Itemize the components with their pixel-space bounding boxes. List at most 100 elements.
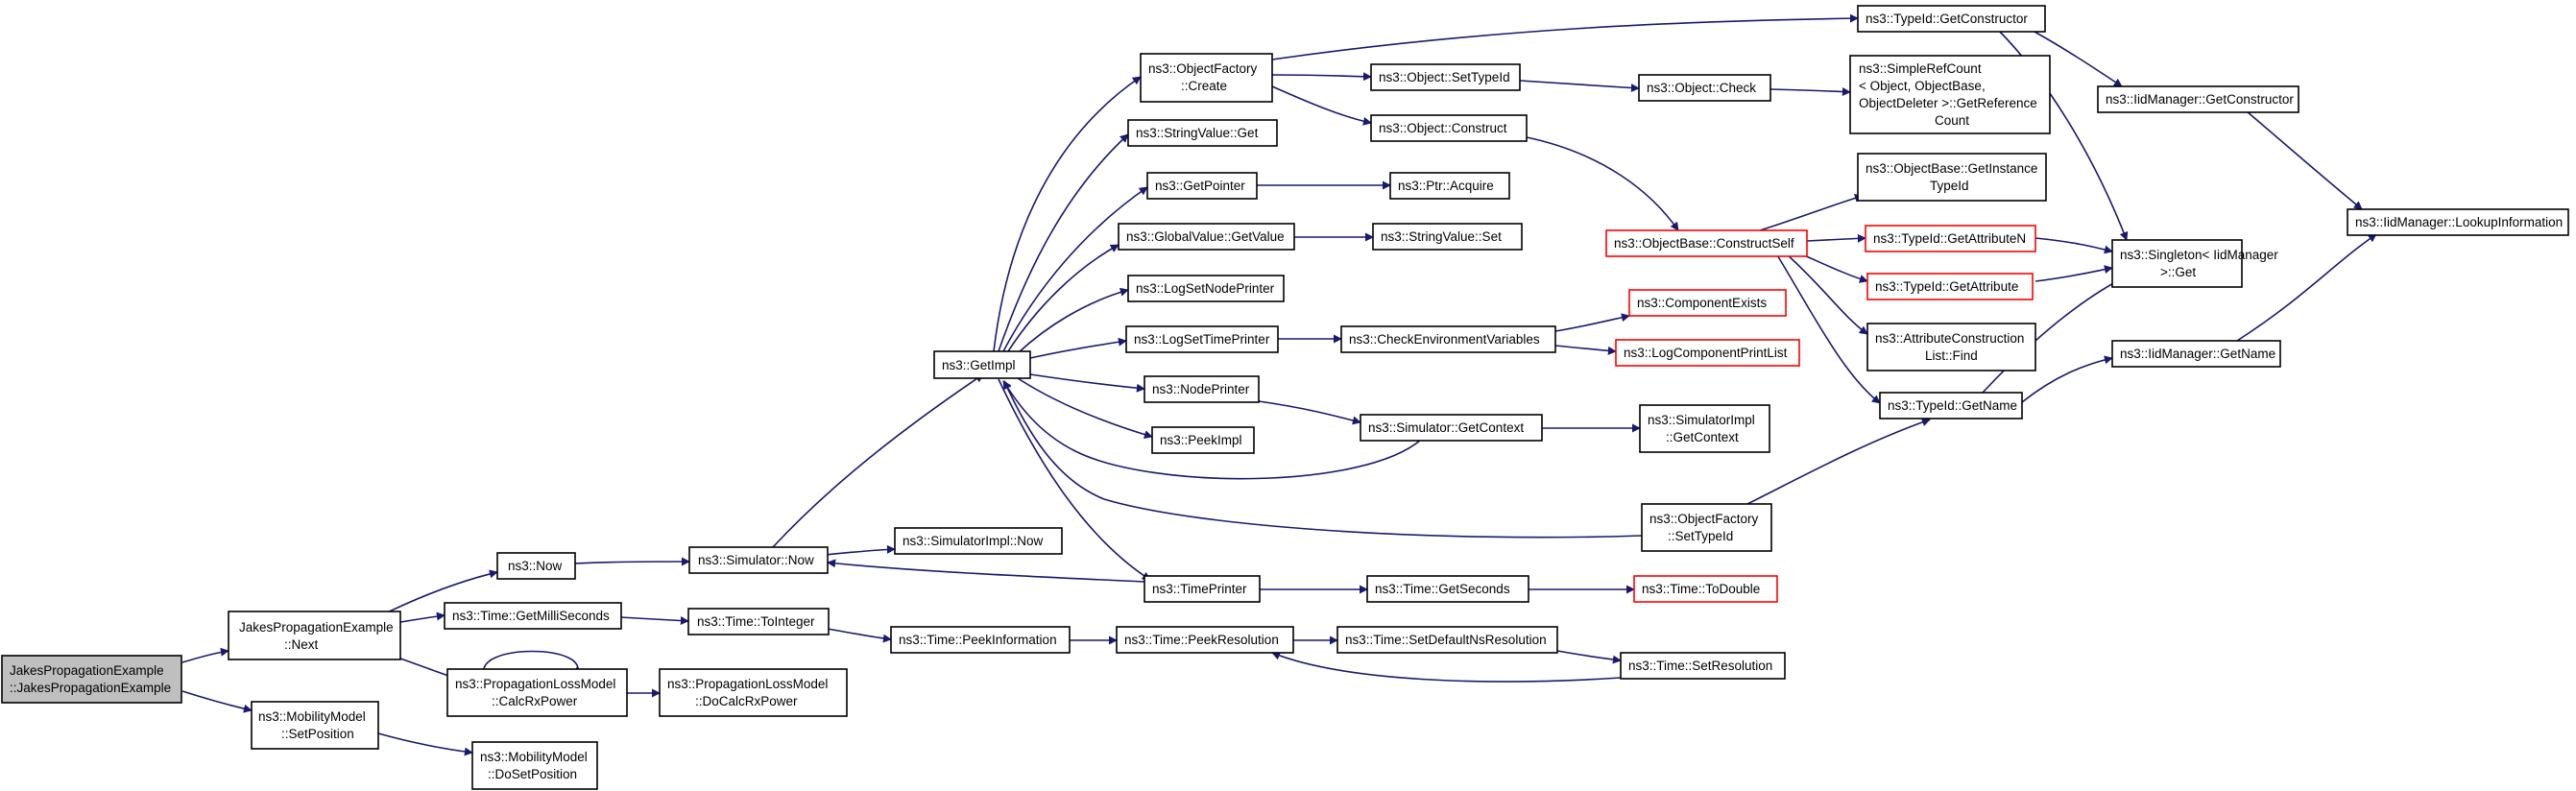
svg-text:ns3::LogComponentPrintList: ns3::LogComponentPrintList: [1624, 346, 1788, 360]
edge-getimpl-getpointer: [1002, 186, 1148, 352]
edge-ofsettypeid-typeidgetname: [1746, 418, 1931, 505]
svg-text:ns3::Simulator::Now: ns3::Simulator::Now: [698, 553, 814, 567]
node-jakes-constructor[interactable]: JakesPropagationExample ::JakesPropagati…: [1, 655, 182, 704]
node-logsetnodeprinter[interactable]: ns3::LogSetNodePrinter: [1127, 275, 1285, 302]
svg-text:ns3::StringValue::Get: ns3::StringValue::Get: [1136, 126, 1259, 140]
node-timeprinter[interactable]: ns3::TimePrinter: [1144, 575, 1261, 603]
node-logcomponentprintlist[interactable]: ns3::LogComponentPrintList: [1615, 339, 1800, 367]
edge-getimpl-ofsettypeid: [1003, 380, 1643, 539]
node-componentexists[interactable]: ns3::ComponentExists: [1628, 289, 1787, 317]
node-getimpl[interactable]: ns3::GetImpl: [933, 350, 1031, 379]
edge-setresolution-peekresolution: [1271, 651, 1622, 683]
svg-text:>::Get: >::Get: [2160, 265, 2196, 279]
node-mobilitymodel-dosetposition[interactable]: ns3::MobilityModel ::DoSetPosition: [471, 741, 598, 790]
edge-ofcreate-typeidgetconstructor: [1271, 13, 1859, 60]
svg-text:ns3::GetImpl: ns3::GetImpl: [942, 358, 1016, 372]
svg-text:ns3::ObjectFactory: ns3::ObjectFactory: [1148, 61, 1258, 76]
node-jakes-next[interactable]: JakesPropagationExample ::Next: [228, 611, 401, 660]
edge-getimpl-peekimpl: [1017, 377, 1153, 439]
nodes: JakesPropagationExample ::JakesPropagati…: [1, 5, 2569, 790]
svg-text:JakesPropagationExample: JakesPropagationExample: [239, 620, 394, 635]
svg-text:JakesPropagationExample: JakesPropagationExample: [10, 663, 164, 678]
edge-root-mm-setposition: [181, 690, 253, 713]
node-globalvalue-getvalue[interactable]: ns3::GlobalValue::GetValue: [1118, 223, 1295, 251]
node-objectbase-getinstancetypeid[interactable]: ns3::ObjectBase::GetInstance TypeId: [1857, 153, 2047, 202]
svg-text:ns3::PeekImpl: ns3::PeekImpl: [1160, 433, 1242, 447]
node-propagationlossmodel-docalcrxpower[interactable]: ns3::PropagationLossModel ::DoCalcRxPowe…: [659, 668, 848, 717]
node-attributeconstructionlist-find[interactable]: ns3::AttributeConstruction List::Find: [1866, 323, 2036, 372]
node-ptr-acquire[interactable]: ns3::Ptr::Acquire: [1389, 172, 1510, 200]
node-objectbase-constructself[interactable]: ns3::ObjectBase::ConstructSelf: [1605, 229, 1808, 257]
node-time-setresolution[interactable]: ns3::Time::SetResolution: [1620, 652, 1786, 680]
node-object-construct[interactable]: ns3::Object::Construct: [1370, 114, 1528, 142]
node-stringvalue-get[interactable]: ns3::StringValue::Get: [1127, 119, 1278, 147]
node-simplerefcount-getreferencecount[interactable]: ns3::SimpleRefCount < Object, ObjectBase…: [1849, 55, 2051, 134]
node-mobilitymodel-setposition[interactable]: ns3::MobilityModel ::SetPosition: [251, 701, 379, 750]
node-simulator-getcontext[interactable]: ns3::Simulator::GetContext: [1360, 414, 1543, 442]
node-stringvalue-set[interactable]: ns3::StringValue::Set: [1372, 223, 1523, 251]
svg-text:ns3::CheckEnvironmentVariables: ns3::CheckEnvironmentVariables: [1349, 332, 1540, 347]
svg-text:ns3::Time::SetDefaultNsResolut: ns3::Time::SetDefaultNsResolution: [1345, 633, 1547, 647]
edge-getimpl-nodeprinter: [1029, 373, 1145, 393]
edge-getmilliseconds-tointeger: [619, 616, 689, 626]
edge-mm-setposition-dosetposition: [377, 732, 473, 756]
edge-objconstruct-constructself: [1526, 136, 1679, 231]
node-time-todouble[interactable]: ns3::Time::ToDouble: [1633, 575, 1778, 603]
edge-checkenv-logcomponentprintlist: [1554, 345, 1617, 355]
svg-text:ns3::Ptr::Acquire: ns3::Ptr::Acquire: [1398, 179, 1494, 193]
edge-ofcreate-objsettypeid: [1271, 72, 1372, 82]
svg-text:ns3::IidManager::GetName: ns3::IidManager::GetName: [2120, 347, 2275, 361]
node-time-tointeger[interactable]: ns3::Time::ToInteger: [687, 608, 830, 635]
node-typeid-getattribute[interactable]: ns3::TypeId::GetAttribute: [1866, 273, 2034, 300]
svg-text:ns3::TypeId::GetName: ns3::TypeId::GetName: [1888, 398, 2017, 413]
node-singleton-iidmanager-get[interactable]: ns3::Singleton< IidManager >::Get: [2111, 239, 2278, 288]
node-propagationlossmodel-calcrxpower[interactable]: ns3::PropagationLossModel ::CalcRxPower: [446, 668, 628, 717]
svg-text:ns3::SimulatorImpl::Now: ns3::SimulatorImpl::Now: [903, 534, 1044, 548]
node-simulator-now[interactable]: ns3::Simulator::Now: [688, 546, 829, 574]
svg-text:ns3::ObjectFactory: ns3::ObjectFactory: [1649, 512, 1759, 526]
node-peekimpl[interactable]: ns3::PeekImpl: [1151, 426, 1255, 454]
svg-text:ns3::GlobalValue::GetValue: ns3::GlobalValue::GetValue: [1126, 229, 1285, 244]
node-checkenvironmentvariables[interactable]: ns3::CheckEnvironmentVariables: [1340, 325, 1556, 353]
edges: [181, 13, 2377, 756]
node-object-check[interactable]: ns3::Object::Check: [1638, 74, 1771, 102]
node-objectfactory-create[interactable]: ns3::ObjectFactory ::Create: [1140, 53, 1273, 103]
node-typeid-getname[interactable]: ns3::TypeId::GetName: [1879, 392, 2023, 419]
svg-text:::SetPosition: ::SetPosition: [281, 727, 354, 741]
svg-text:ns3::PropagationLossModel: ns3::PropagationLossModel: [667, 677, 828, 691]
node-time-peekinformation[interactable]: ns3::Time::PeekInformation: [890, 626, 1071, 654]
node-typeid-getconstructor[interactable]: ns3::TypeId::GetConstructor: [1857, 5, 2046, 33]
svg-text:::Next: ::Next: [284, 637, 319, 652]
node-nodeprinter[interactable]: ns3::NodePrinter: [1144, 375, 1260, 403]
node-iidmanager-getname[interactable]: ns3::IidManager::GetName: [2111, 340, 2281, 368]
node-time-peekresolution[interactable]: ns3::Time::PeekResolution: [1116, 626, 1294, 654]
node-time-setdefaultnsresolution[interactable]: ns3::Time::SetDefaultNsResolution: [1336, 626, 1558, 654]
node-objectfactory-settypeid[interactable]: ns3::ObjectFactory ::SetTypeId: [1641, 503, 1772, 552]
svg-text:::CalcRxPower: ::CalcRxPower: [492, 694, 578, 708]
svg-text:ns3::ObjectBase::ConstructSelf: ns3::ObjectBase::ConstructSelf: [1614, 236, 1794, 251]
edge-setdefaultns-setresolution: [1556, 650, 1622, 664]
node-time-getseconds[interactable]: ns3::Time::GetSeconds: [1366, 575, 1529, 603]
node-logsettimeprinter[interactable]: ns3::LogSetTimePrinter: [1125, 325, 1279, 353]
edge-getimpl-logsetnodeprinter: [1017, 287, 1129, 354]
svg-text:::SetTypeId: ::SetTypeId: [1668, 529, 1733, 543]
node-iidmanager-getconstructor[interactable]: ns3::IidManager::GetConstructor: [2097, 85, 2299, 113]
edge-tointeger-peekinformation: [827, 628, 892, 643]
edge-root-next: [181, 647, 229, 663]
node-time-getmilliseconds[interactable]: ns3::Time::GetMilliSeconds: [444, 602, 622, 630]
svg-text:ns3::AttributeConstruction: ns3::AttributeConstruction: [1875, 331, 2024, 346]
node-simulatorimpl-getcontext[interactable]: ns3::SimulatorImpl ::GetContext: [1639, 404, 1770, 453]
edge-getimpl-globalvalue: [1007, 244, 1119, 352]
node-simulatorimpl-now[interactable]: ns3::SimulatorImpl::Now: [894, 527, 1063, 555]
edge-timeprinter-simnow: [827, 559, 1145, 583]
node-now[interactable]: ns3::Now: [496, 552, 576, 580]
node-iidmanager-lookupinformation[interactable]: ns3::IidManager::LookupInformation: [2347, 208, 2569, 236]
edge-ofcreate-objconstruct: [1271, 85, 1372, 126]
svg-text:ns3::IidManager::GetConstructo: ns3::IidManager::GetConstructor: [2106, 92, 2294, 107]
svg-text:ns3::GetPointer: ns3::GetPointer: [1155, 179, 1245, 193]
node-object-settypeid[interactable]: ns3::Object::SetTypeId: [1370, 63, 1521, 91]
node-getpointer[interactable]: ns3::GetPointer: [1146, 172, 1258, 200]
edge-typeidgetconstructor-singletonget: [1996, 28, 2129, 241]
node-typeid-getattributen[interactable]: ns3::TypeId::GetAttributeN: [1865, 225, 2036, 252]
edge-constructself-attrfind: [1785, 252, 1868, 335]
